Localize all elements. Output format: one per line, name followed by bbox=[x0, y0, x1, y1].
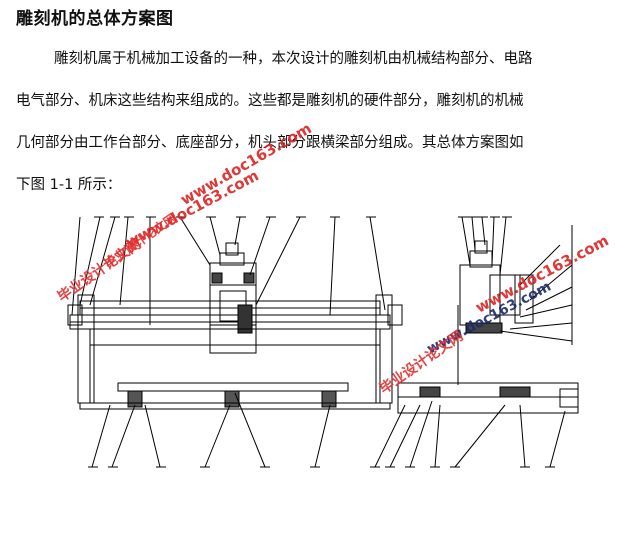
page-heading: 雕刻机的总体方案图 bbox=[16, 9, 174, 29]
paragraph-line-1: 雕刻机属于机械加工设备的一种，本次设计的雕刻机由机械结构部分、电路 bbox=[54, 51, 533, 67]
paragraph-line-4: 下图 1-1 所示： bbox=[16, 177, 122, 193]
body-paragraph: 雕刻机属于机械加工设备的一种，本次设计的雕刻机由机械结构部分、电路 电气部分、机… bbox=[16, 38, 606, 206]
worktable bbox=[117, 382, 349, 392]
right-column bbox=[375, 294, 393, 404]
side-view-head bbox=[459, 264, 501, 326]
machine-head bbox=[209, 262, 257, 354]
paragraph-line-2: 电气部分、机床这些结构来组成的。这些都是雕刻机的硬件部分，雕刻机的机械 bbox=[16, 93, 524, 109]
paragraph-line-3: 几何部分由工作台部分、底座部分，机头部分跟横梁部分组成。其总体方案图如 bbox=[16, 135, 524, 151]
machine-assembly-drawing bbox=[67, 216, 579, 468]
